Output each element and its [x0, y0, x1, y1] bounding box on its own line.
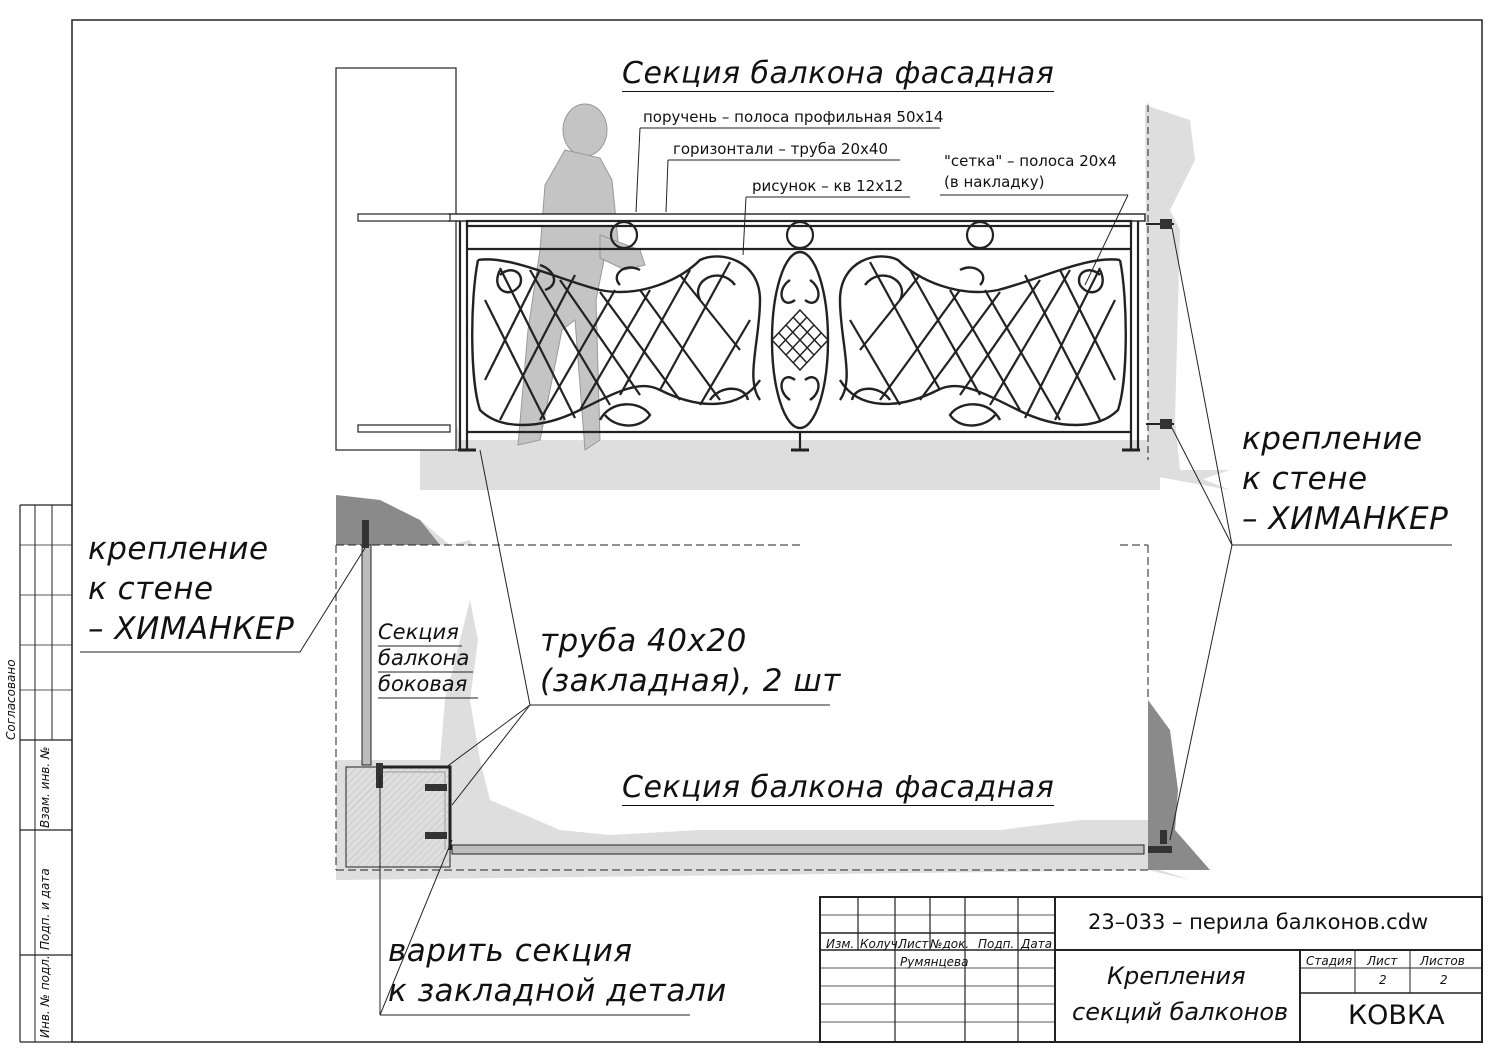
callout-mesh: "сетка" – полоса 20х4: [944, 152, 1117, 170]
plan-dark-wall-right: [1148, 700, 1210, 870]
embed-pipe-line2: (закладная), 2 шт: [540, 663, 841, 699]
facade-title-top: Секция балкона фасадная: [622, 56, 1055, 92]
file-name: 23–033 – перила балконов.cdw: [1088, 910, 1429, 934]
sheet-title-line1: Крепления: [1107, 962, 1246, 990]
callout-horizontals: горизонтали – труба 20х40: [673, 140, 888, 158]
plan-dark-wall-left: [336, 495, 440, 545]
author-name: Румянцева: [900, 955, 969, 969]
callout-handrail: поручень – полоса профильная 50х14: [643, 108, 944, 126]
side-agreed: Согласовано: [4, 659, 18, 740]
callout-pattern: рисунок – кв 12х12: [752, 177, 904, 195]
hdr-list: Лист: [898, 937, 929, 951]
wall-shade-right: [1145, 105, 1230, 490]
center-diamond: [770, 308, 830, 372]
hdr-ndok: №док.: [930, 937, 970, 951]
anchor-right-line2: к стене: [1242, 461, 1368, 497]
sheet-header: Лист: [1367, 954, 1398, 968]
callout-leaders: [635, 127, 1452, 546]
hdr-koluch: Колуч.: [860, 937, 902, 951]
sheets-header: Листов: [1420, 954, 1465, 968]
facade-title-bottom: Секция балкона фасадная: [622, 770, 1055, 806]
embed-slab: [345, 766, 451, 868]
sheet-frame: [71, 19, 1483, 1043]
hdr-data: Дата: [1021, 937, 1053, 951]
chem-anchor-bottom: [1146, 419, 1174, 429]
anchor-left-line2: к стене: [88, 571, 214, 607]
company-name: КОВКА: [1348, 1000, 1445, 1031]
floor-shade: [420, 440, 1160, 490]
chem-anchor-top: [1146, 219, 1174, 229]
plan-view: [80, 449, 1233, 1016]
anchor-left-line1: крепление: [88, 531, 269, 567]
facade-section-pipe: [451, 844, 1145, 855]
facade-elevation: [335, 67, 1452, 546]
side-section-line2: балкона: [378, 646, 470, 670]
title-block: [819, 896, 1483, 1043]
plan-leaders: [80, 449, 1233, 1016]
sheet-title-line2: секций балконов: [1072, 998, 1289, 1026]
sheets-count: 2: [1440, 973, 1448, 987]
side-section-line3: боковая: [378, 672, 468, 696]
sheet-number: 2: [1379, 973, 1387, 987]
wall-pier: [335, 67, 457, 451]
decor-rings: [609, 220, 995, 250]
lattice-mesh: [484, 261, 1116, 421]
side-vzam: Взам. инв. №: [38, 746, 52, 828]
callout-mesh-note: (в накладку): [944, 173, 1045, 191]
anchor-right-line1: крепление: [1242, 421, 1423, 457]
forged-pattern: [471, 250, 1127, 430]
hdr-podp: Подп.: [978, 937, 1015, 951]
weld-note-line1: варить секция: [388, 933, 633, 969]
stage-header: Стадия: [1306, 954, 1353, 968]
embed-pipe-line1: труба 40х20: [540, 623, 747, 659]
side-podp-data: Подп. и дата: [38, 868, 52, 950]
hdr-izm: Изм.: [826, 937, 855, 951]
weld-note-line2: к закладной детали: [388, 973, 727, 1009]
side-section-pipe: [361, 544, 372, 766]
anchor-left-line3: – ХИМАНКЕР: [88, 611, 295, 647]
anchor-right-line3: – ХИМАНКЕР: [1242, 501, 1449, 537]
side-inv-podl: Инв. № подл.: [38, 955, 52, 1038]
side-section-line1: Секция: [378, 620, 459, 644]
